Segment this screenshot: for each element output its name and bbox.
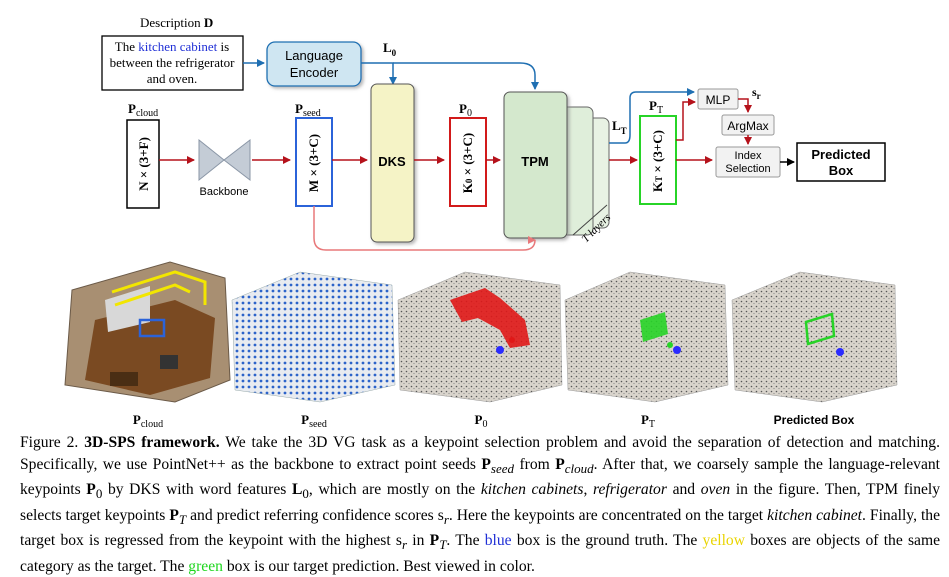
figure-caption: Figure 2. 3D-SPS framework. We take the … bbox=[20, 434, 941, 575]
panel-label-pt: PT bbox=[641, 412, 655, 430]
math-p: P bbox=[555, 455, 565, 473]
lt-label: LT bbox=[612, 118, 627, 136]
description-line1: The kitchen cabinet is bbox=[115, 39, 229, 54]
description-title: Description D bbox=[140, 15, 213, 30]
math-sub: r bbox=[443, 511, 449, 527]
math-p: P bbox=[86, 481, 96, 499]
panel-label-cloud: Pcloud bbox=[133, 412, 163, 430]
arrow-seed-to-tpm-skip bbox=[313, 206, 539, 251]
math-sub: cloud bbox=[564, 460, 594, 476]
scene-panel-predicted bbox=[731, 271, 898, 403]
p-cloud-box bbox=[126, 119, 160, 209]
m-dim-label: M × (3+C) bbox=[306, 134, 321, 192]
n-dim-label: N × (3+F) bbox=[136, 137, 151, 191]
math-sub: r bbox=[401, 537, 408, 553]
scene-panel-pt bbox=[564, 271, 729, 403]
math-s: s bbox=[395, 532, 402, 550]
description-line2: between the refrigerator bbox=[110, 55, 236, 70]
k0-dim-label: K0 × (3+C) bbox=[460, 133, 475, 194]
backbone-encoder-shape bbox=[198, 138, 225, 182]
arrow-encoder-to-dks bbox=[361, 62, 397, 85]
caption-italic: oven bbox=[700, 481, 731, 499]
math-sub: seed bbox=[490, 460, 515, 476]
p-seed-label: Pseed bbox=[295, 101, 321, 119]
p-cloud-label: Pcloud bbox=[128, 101, 158, 119]
math-sub: 0 bbox=[302, 486, 309, 502]
language-encoder-label-2: Encoder bbox=[290, 65, 339, 80]
predicted-box-label-1: Predicted bbox=[811, 147, 870, 162]
kt-dim-label: KT × (3+C) bbox=[650, 130, 665, 192]
scene-panel-p0 bbox=[397, 271, 563, 403]
caption-text: in the figure. Then, TPM finely selects … bbox=[20, 481, 941, 524]
math-l: L bbox=[292, 481, 303, 499]
pt-label: PT bbox=[649, 98, 663, 116]
caption-text: from bbox=[519, 455, 550, 473]
p0-label: P0 bbox=[459, 101, 472, 119]
math-p: P bbox=[429, 532, 440, 550]
caption-text: . The bbox=[446, 532, 480, 550]
backbone-label: Backbone bbox=[200, 186, 249, 198]
p0-box bbox=[449, 117, 487, 207]
math-sub: 0 bbox=[95, 486, 103, 502]
l0-label: L0 bbox=[383, 40, 397, 58]
math-p: P bbox=[481, 455, 491, 473]
caption-text: . Here the keypoints are concentrated on… bbox=[448, 506, 764, 524]
mlp-label: MLP bbox=[706, 93, 731, 107]
description-box bbox=[101, 35, 244, 91]
math-s: s bbox=[437, 506, 444, 524]
predicted-box-label-2: Box bbox=[829, 163, 854, 178]
caption-text: and bbox=[672, 481, 696, 499]
panel-label-seed: Pseed bbox=[301, 412, 327, 430]
caption-title: 3D-SPS framework. bbox=[84, 434, 220, 451]
caption-text: by DKS with word features bbox=[107, 481, 287, 499]
caption-yellow-word: yellow bbox=[702, 532, 745, 550]
caption-text: . After that, we coarsely sample the lan… bbox=[20, 455, 941, 499]
tpm-label: TPM bbox=[521, 154, 548, 169]
argmax-label: ArgMax bbox=[727, 119, 768, 133]
caption-text: , which are mostly on the bbox=[308, 481, 476, 499]
language-encoder-box bbox=[266, 41, 362, 87]
math-p: P bbox=[169, 506, 179, 524]
dks-label: DKS bbox=[378, 154, 406, 169]
caption-text: and predict referring confidence scores bbox=[190, 506, 434, 524]
language-encoder-label-1: Language bbox=[285, 48, 343, 63]
math-sub: T bbox=[439, 537, 447, 553]
predicted-box bbox=[796, 142, 886, 182]
caption-green-word: green bbox=[188, 557, 223, 575]
arrow-pt-to-mlp bbox=[676, 98, 696, 141]
caption-italic: refrigerator bbox=[593, 481, 667, 499]
description-line3: and oven. bbox=[147, 71, 198, 86]
backbone-decoder-shape bbox=[223, 138, 251, 182]
scene-panel-cloud bbox=[64, 261, 231, 403]
pt-box bbox=[639, 115, 677, 205]
caption-text: . Finally, the target box is regressed f… bbox=[20, 506, 940, 550]
caption-text: in bbox=[412, 532, 425, 550]
arrow-lt-to-mlp bbox=[609, 88, 695, 144]
caption-figure-number: Figure 2. bbox=[20, 434, 79, 451]
dks-module bbox=[370, 83, 415, 243]
caption-text: box is our target prediction. Best viewe… bbox=[226, 557, 535, 575]
caption-italic: kitchen cabinet bbox=[767, 506, 863, 524]
math-sub: T bbox=[178, 511, 187, 527]
index-selection-label-1: Index bbox=[735, 150, 762, 162]
panel-label-predicted: Predicted Box bbox=[774, 413, 855, 427]
index-selection-label-2: Selection bbox=[725, 163, 770, 175]
sr-label: sr bbox=[752, 85, 761, 101]
caption-text: We take the 3D VG task as a keypoint sel… bbox=[20, 434, 940, 473]
arrow-mlp-to-argmax bbox=[738, 98, 752, 113]
panel-label-p0: P0 bbox=[475, 412, 488, 430]
scene-panel-seed bbox=[231, 271, 396, 403]
caption-italic: kitchen cabinets bbox=[480, 481, 584, 499]
arrow-encoder-to-tpm bbox=[393, 62, 539, 90]
t-layers-line bbox=[572, 204, 608, 236]
tpm-module bbox=[503, 91, 568, 239]
caption-text: box is the ground truth. The bbox=[516, 532, 698, 550]
caption-blue-word: blue bbox=[484, 532, 512, 550]
p-seed-box bbox=[295, 117, 333, 207]
